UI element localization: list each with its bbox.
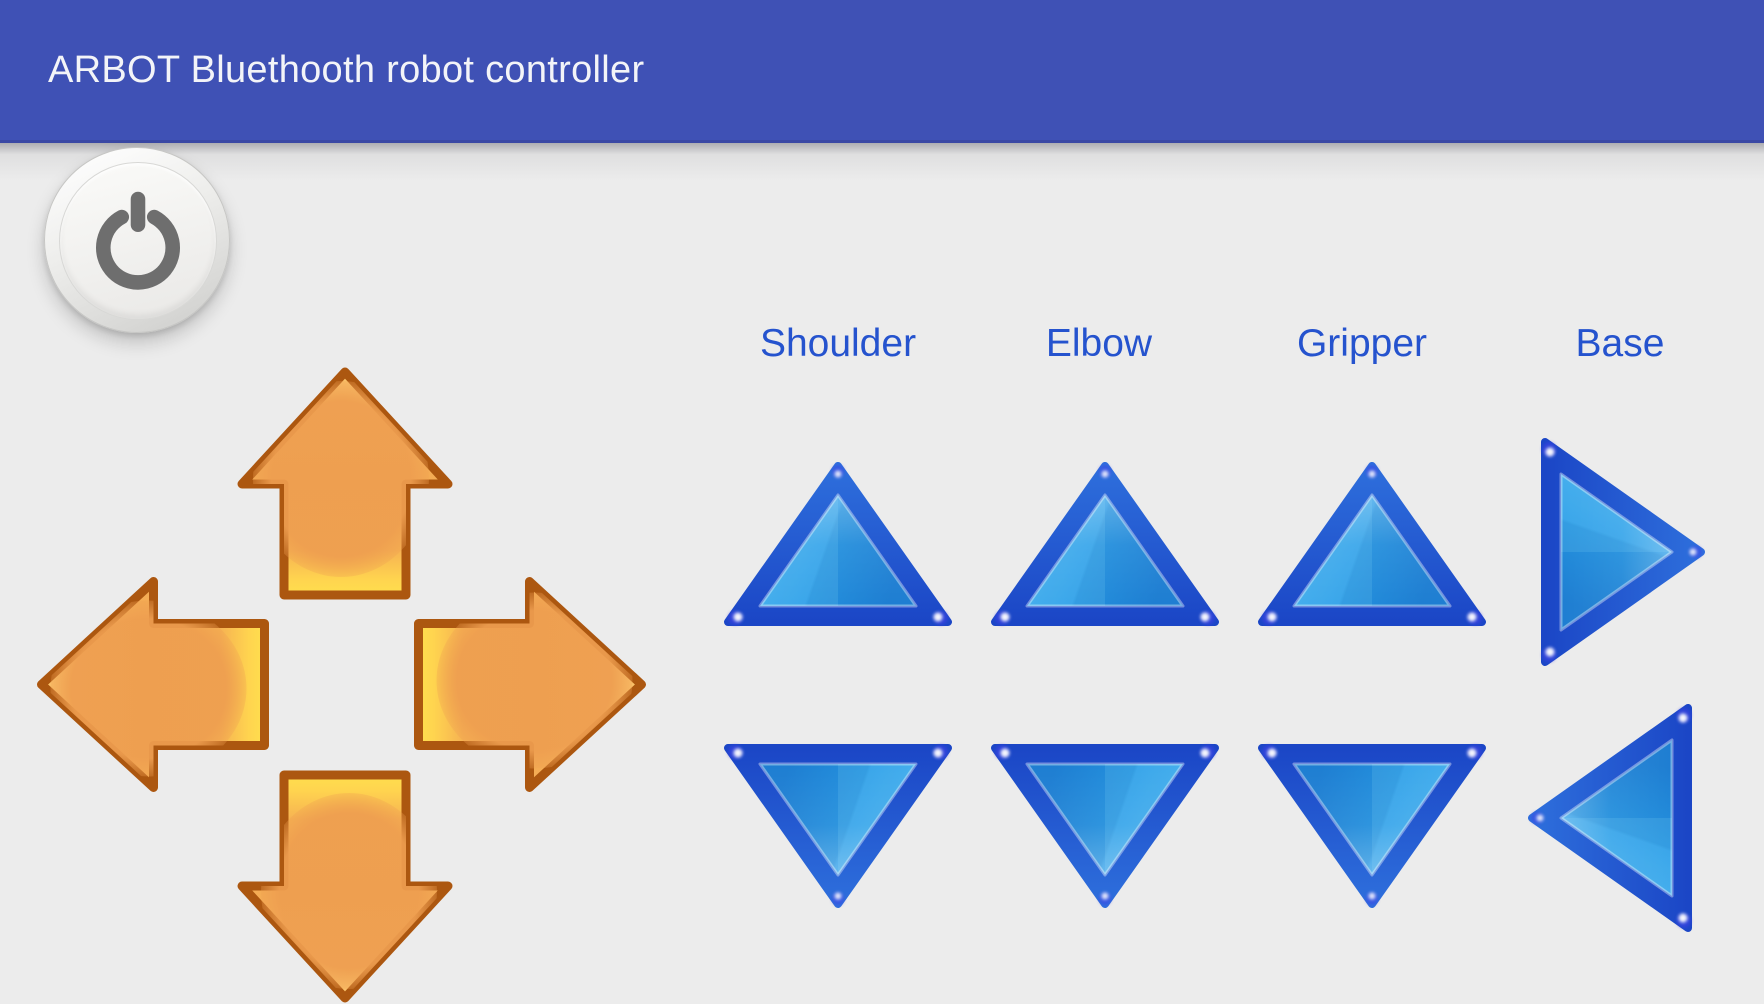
- triangle-left-icon: [1527, 703, 1695, 933]
- triangle-right-icon: [1538, 437, 1706, 667]
- shoulder-up-button[interactable]: [723, 461, 953, 629]
- arrow-left-icon: [37, 575, 270, 795]
- shoulder-down-button[interactable]: [723, 741, 953, 909]
- elbow-label: Elbow: [1045, 322, 1153, 365]
- gripper-label: Gripper: [1296, 322, 1428, 365]
- shoulder-label: Shoulder: [759, 322, 917, 365]
- triangle-up-icon: [990, 461, 1220, 629]
- power-button-face: [59, 162, 217, 320]
- elbow-down-button[interactable]: [990, 741, 1220, 909]
- arrow-up-icon: [235, 367, 455, 600]
- dpad-up-button[interactable]: [235, 367, 455, 600]
- triangle-up-icon: [1257, 461, 1487, 629]
- base-left-button[interactable]: [1527, 703, 1695, 933]
- triangle-up-icon: [723, 461, 953, 629]
- gripper-up-button[interactable]: [1257, 461, 1487, 629]
- app-title: ARBOT Bluethooth robot controller: [48, 48, 645, 91]
- dpad-left-button[interactable]: [37, 575, 270, 795]
- app-bar-shadow: [0, 143, 1764, 181]
- app-bar: ARBOT Bluethooth robot controller: [0, 0, 1764, 143]
- arrow-down-icon: [235, 770, 455, 1003]
- dpad-right-button[interactable]: [414, 575, 647, 795]
- elbow-up-button[interactable]: [990, 461, 1220, 629]
- gripper-down-button[interactable]: [1257, 741, 1487, 909]
- base-right-button[interactable]: [1538, 437, 1706, 667]
- power-button[interactable]: [44, 147, 230, 333]
- power-icon: [96, 191, 180, 290]
- base-label: Base: [1575, 322, 1665, 365]
- triangle-down-icon: [723, 741, 953, 909]
- triangle-down-icon: [990, 741, 1220, 909]
- triangle-down-icon: [1257, 741, 1487, 909]
- arrow-right-icon: [414, 575, 647, 795]
- dpad-down-button[interactable]: [235, 770, 455, 1003]
